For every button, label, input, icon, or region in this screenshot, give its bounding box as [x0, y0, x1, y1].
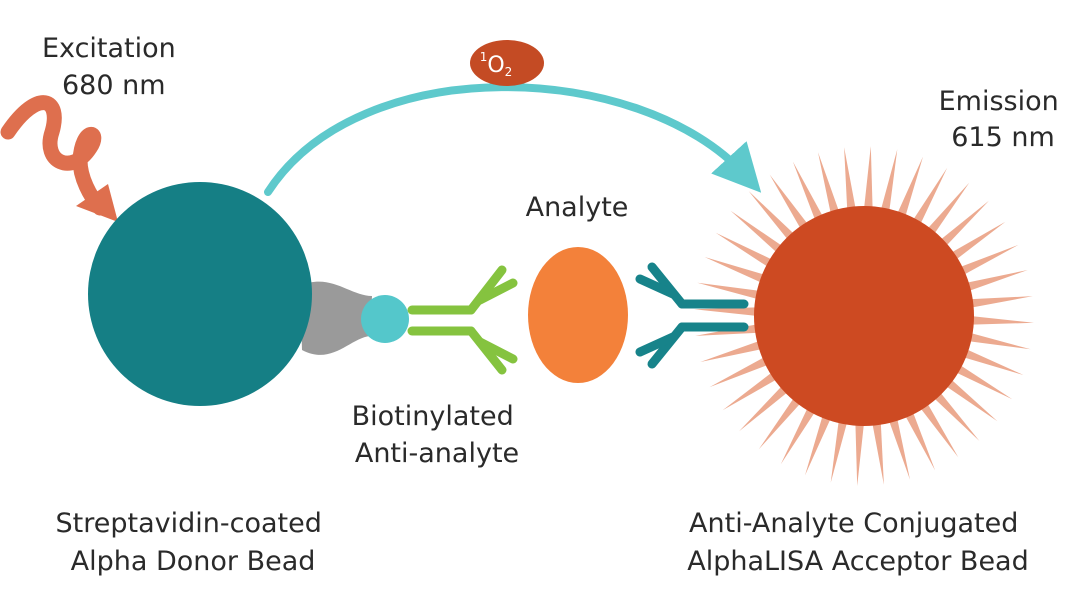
- excitation-line2: 680 nm: [62, 70, 166, 101]
- emission-ray: [871, 418, 884, 485]
- emission-ray: [758, 394, 804, 450]
- emission-ray: [960, 347, 1024, 375]
- oxygen-subscript: 2: [505, 65, 513, 79]
- donor-bead-label: Streptavidin-coated Alpha Donor Bead: [56, 508, 331, 577]
- streptavidin-shape: [300, 281, 372, 355]
- biotin-circle: [361, 295, 409, 343]
- biotinylated-antibody-label: Biotinylated Anti-analyte: [352, 401, 523, 469]
- emission-ray: [704, 257, 768, 285]
- emission-ray: [887, 414, 910, 480]
- excitation-label: Excitation 680 nm: [42, 33, 184, 101]
- emission-ray: [709, 355, 772, 388]
- emission-ray: [937, 200, 989, 249]
- excitation-squiggle-arrow-icon: [0, 95, 118, 222]
- emission-ray: [818, 152, 841, 218]
- emission-ray: [948, 221, 1006, 262]
- analyte-label: Analyte: [526, 192, 629, 223]
- emission-ray: [855, 419, 865, 486]
- emission-ray: [780, 404, 817, 465]
- oxygen-superscript: 1: [480, 50, 488, 64]
- emission-ray: [830, 417, 848, 483]
- donor-line1: Streptavidin-coated: [56, 508, 322, 539]
- emission-line2: 615 nm: [951, 122, 1055, 153]
- emission-ray: [911, 167, 948, 228]
- emission-ray: [956, 244, 1019, 277]
- emission-ray: [931, 389, 980, 441]
- acceptor-line1: Anti-Analyte Conjugated: [689, 508, 1018, 539]
- emission-ray: [792, 161, 825, 224]
- emission-ray: [805, 412, 833, 476]
- emission-ray: [966, 296, 1033, 309]
- emission-ray: [942, 376, 998, 422]
- emission-ray: [918, 400, 959, 458]
- emission-ray: [694, 307, 761, 317]
- emission-ray: [748, 191, 797, 243]
- emission-line1: Emission: [939, 86, 1059, 117]
- emission-ray: [952, 363, 1013, 400]
- svg-text:1O2: 1O2: [480, 50, 513, 79]
- emission-ray: [924, 182, 970, 238]
- acceptor-bead-label: Anti-Analyte Conjugated AlphaLISA Accept…: [687, 508, 1029, 577]
- emission-ray: [962, 270, 1028, 293]
- biotinylated-line2: Anti-analyte: [355, 438, 519, 469]
- emission-label: Emission 615 nm: [939, 86, 1068, 153]
- emission-ray: [697, 282, 763, 300]
- emission-ray: [722, 370, 780, 411]
- acceptor-emission-rays: [694, 146, 1034, 486]
- emission-ray: [895, 156, 923, 220]
- emission-ray: [903, 408, 936, 471]
- singlet-oxygen-badge: 1O2: [470, 40, 544, 86]
- emission-ray: [739, 383, 791, 432]
- emission-ray: [844, 147, 857, 214]
- excitation-line1: Excitation: [42, 33, 176, 64]
- emission-ray: [700, 339, 766, 362]
- acceptor-bead: [754, 206, 974, 426]
- emission-ray: [863, 146, 873, 213]
- emission-ray: [965, 332, 1031, 350]
- analyte-ellipse: [528, 247, 628, 383]
- emission-ray: [769, 174, 810, 232]
- acceptor-line2: AlphaLISA Acceptor Bead: [687, 546, 1029, 577]
- emission-ray: [967, 315, 1034, 325]
- biotinylated-antibody: [407, 265, 518, 375]
- acceptor-antibody: [635, 262, 749, 369]
- donor-bead: [88, 182, 312, 406]
- biotinylated-line1: Biotinylated: [352, 401, 514, 432]
- emission-ray: [715, 232, 776, 269]
- oxygen-element: O: [487, 53, 504, 78]
- singlet-oxygen-transfer-arrow-icon: [264, 83, 762, 196]
- emission-ray: [880, 149, 898, 215]
- donor-line2: Alpha Donor Bead: [71, 546, 316, 577]
- emission-ray: [730, 210, 786, 256]
